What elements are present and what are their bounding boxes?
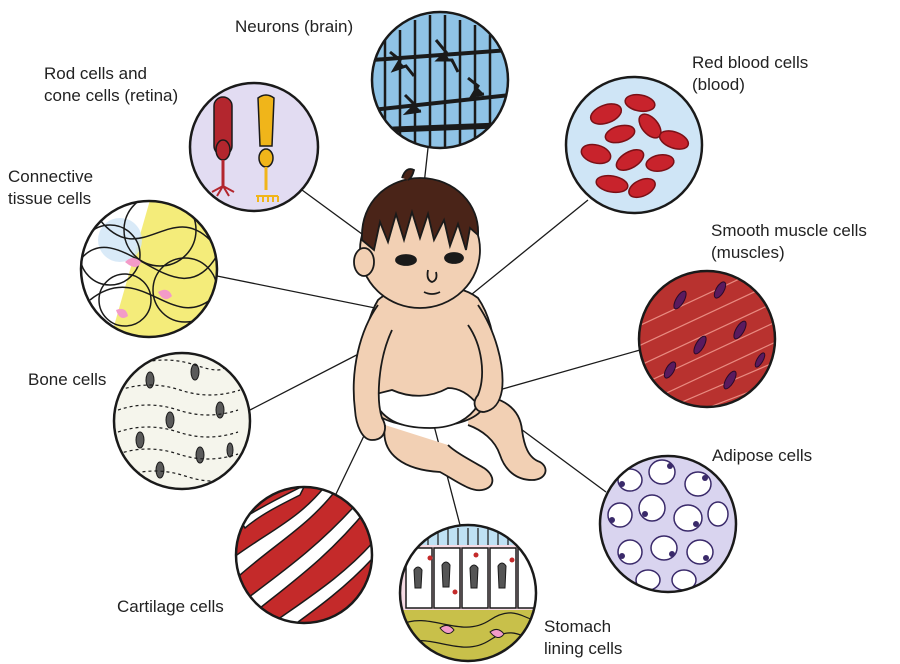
label-smooth-muscle-line1: Smooth muscle cells	[711, 220, 867, 241]
rod-cone-circle	[190, 83, 318, 211]
label-rod-cone-line1: Rod cells and	[44, 63, 147, 84]
label-cartilage: Cartilage cells	[117, 596, 224, 617]
bone-cells-circle	[114, 353, 250, 489]
red-blood-cells-circle	[566, 77, 702, 213]
label-smooth-muscle-line2: (muscles)	[711, 242, 785, 263]
label-adipose: Adipose cells	[712, 445, 812, 466]
stomach-lining-circle	[398, 525, 540, 664]
neurons-circle	[372, 12, 510, 150]
label-stomach-line2: lining cells	[544, 638, 622, 659]
label-rbc-line1: Red blood cells	[692, 52, 808, 73]
cartilage-cells-circle	[230, 480, 380, 635]
label-rod-cone-line2: cone cells (retina)	[44, 85, 178, 106]
label-neurons: Neurons (brain)	[235, 16, 353, 37]
connective-tissue-circle	[80, 194, 220, 340]
baby-illustration	[354, 169, 546, 490]
label-connective-line2: tissue cells	[8, 188, 91, 209]
label-stomach-line1: Stomach	[544, 616, 611, 637]
adipose-cells-circle	[600, 456, 736, 592]
label-connective-line1: Connective	[8, 166, 93, 187]
smooth-muscle-circle	[630, 260, 780, 430]
label-rbc-line2: (blood)	[692, 74, 745, 95]
label-bone: Bone cells	[28, 369, 106, 390]
